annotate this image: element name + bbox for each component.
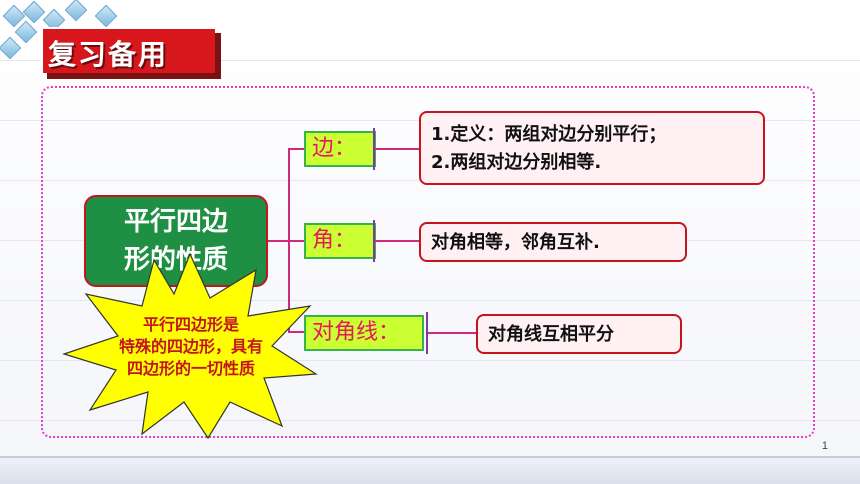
- content-box-angles: 对角相等，邻角互补.: [419, 222, 687, 262]
- connector-line: [288, 240, 304, 242]
- callout-line: 平行四边形是: [142, 315, 239, 334]
- main-topic-line: 形的性质: [123, 245, 228, 275]
- decorative-cube-icon: [14, 20, 38, 44]
- slide-title: 复习备用: [48, 38, 169, 71]
- background-stripe: [0, 60, 860, 61]
- decorative-cube-icon: [94, 4, 118, 28]
- background-stripe: [0, 300, 860, 301]
- connector-line: [375, 148, 419, 150]
- connector-line: [268, 240, 290, 242]
- connector-line: [428, 332, 476, 334]
- branch-label-sides: 边：: [304, 131, 376, 167]
- background-stripe: [0, 360, 860, 361]
- branch-label-text: 边：: [312, 136, 357, 161]
- branch-label-text: 对角线：: [312, 320, 401, 345]
- main-topic-box: 平行四边 形的性质: [84, 195, 268, 287]
- connector-line: [375, 240, 419, 242]
- title-banner: [41, 27, 215, 73]
- content-line: 2.两组对边分别相等.: [431, 152, 602, 173]
- bracket-line: [373, 220, 375, 262]
- connector-line: [288, 148, 304, 150]
- connector-line: [288, 331, 304, 333]
- content-line: 对角相等，邻角互补.: [431, 232, 600, 253]
- content-line: 对角线互相平分: [488, 324, 614, 345]
- bracket-line: [373, 128, 375, 170]
- background-stripe: [0, 420, 860, 421]
- callout-line: 特殊的四边形，具有: [118, 337, 263, 356]
- decorative-cube-icon: [0, 36, 22, 60]
- bracket-line: [426, 312, 428, 354]
- page-number: 1: [821, 440, 828, 452]
- callout-line: 四边形的一切性质: [126, 359, 255, 378]
- branch-label-angles: 角：: [304, 223, 376, 259]
- main-topic-line: 平行四边: [123, 207, 228, 237]
- content-line: 1.定义：两组对边分别平行；: [431, 124, 667, 145]
- content-box-diagonals: 对角线互相平分: [476, 314, 682, 354]
- content-frame: [41, 86, 815, 438]
- starburst-callout-icon: [62, 252, 318, 440]
- content-box-sides: 1.定义：两组对边分别平行； 2.两组对边分别相等.: [419, 111, 765, 185]
- footer-band: [0, 458, 860, 484]
- branch-label-diagonals: 对角线：: [304, 315, 424, 351]
- footer-divider: [0, 456, 860, 458]
- callout-text: 平行四边形是 特殊的四边形，具有 四边形的一切性质: [76, 314, 306, 380]
- branch-label-text: 角：: [312, 228, 357, 253]
- decorative-cube-icon: [64, 0, 88, 22]
